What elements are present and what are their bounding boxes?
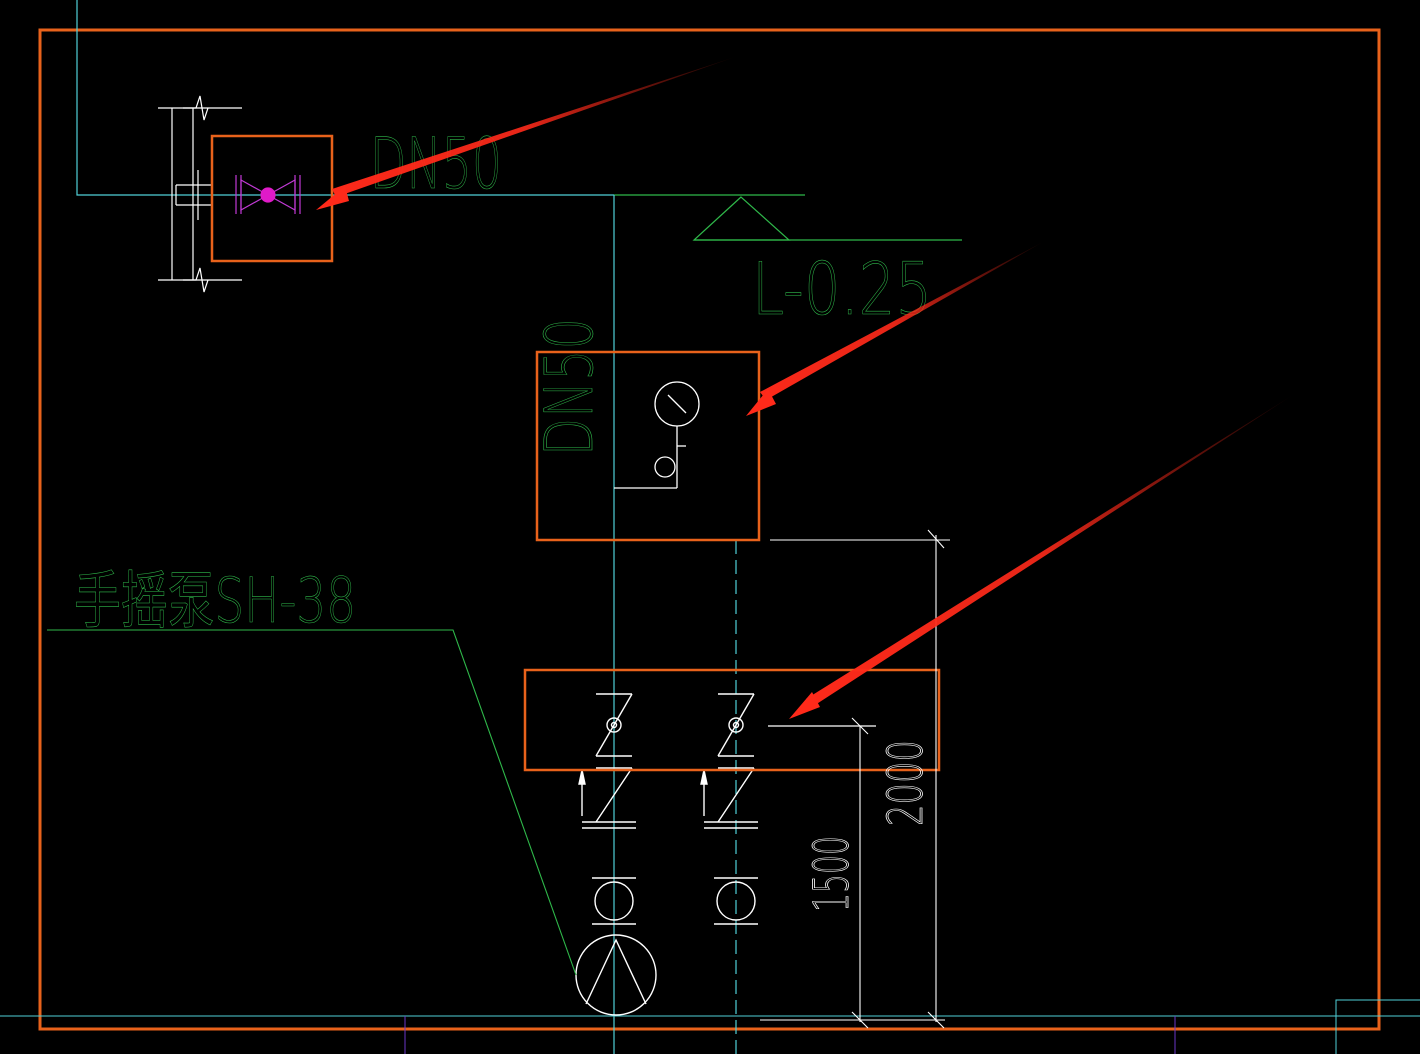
union-fittings: [592, 877, 758, 925]
dimension-lines: [760, 529, 950, 1029]
pump-icon: [575, 934, 657, 1016]
gate-valve-icon: [235, 175, 301, 214]
main-pipe: [76, 0, 805, 196]
pressure-gauge-icon: [614, 381, 700, 489]
riser-pipe-size-label: DN50: [531, 318, 608, 456]
gauge-highlight-box: [535, 350, 761, 542]
outer-highlight-frame: [38, 28, 1381, 1031]
elevation-marker-icon: [692, 196, 962, 241]
pump-name-label: 手摇泵SH-38: [74, 564, 356, 637]
annotation-arrow-check-valve: [789, 395, 1293, 719]
pipe-break-icon: [158, 95, 242, 293]
drawing-border-lines: [0, 999, 1420, 1054]
pump-leader-line: [47, 629, 577, 976]
dimension-2000-label: 2000: [878, 740, 934, 826]
dimension-1500-label: 1500: [804, 836, 860, 912]
main-pipe-size-label: DN50: [370, 123, 502, 205]
annotation-arrow-gauge: [746, 242, 1043, 416]
lower-check-valve-icon: [578, 767, 758, 829]
check-valve-icon: [595, 693, 755, 757]
riser-pipes: [613, 195, 737, 1054]
check-valve-highlight-box: [523, 668, 941, 772]
annotation-arrow-valve: [316, 57, 735, 210]
